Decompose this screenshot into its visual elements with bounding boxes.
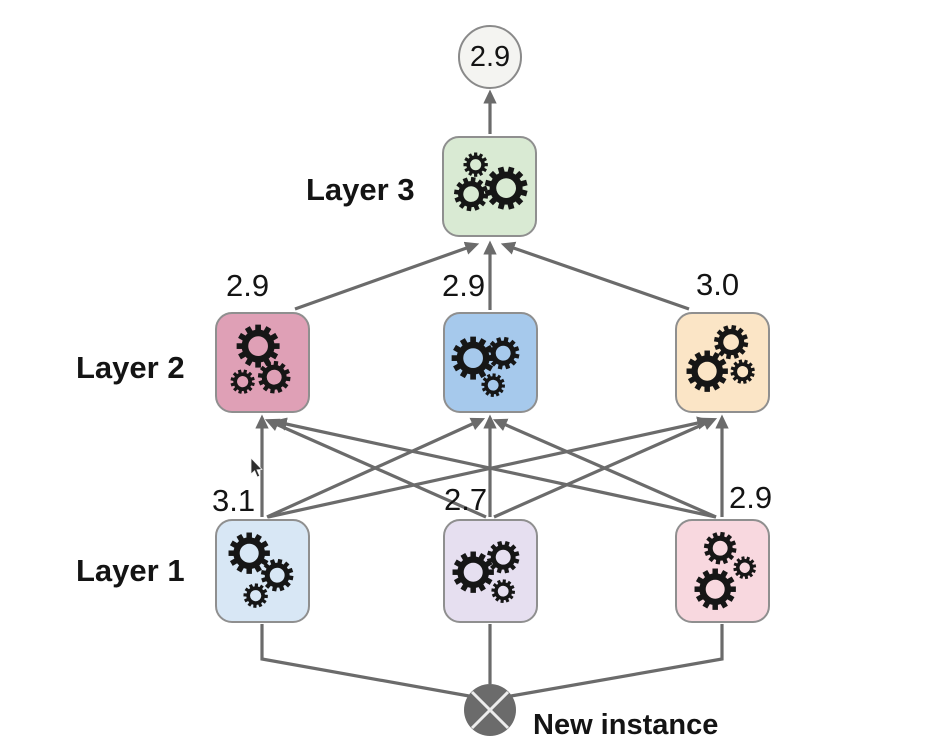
- model-box-layer1-center: [443, 519, 538, 623]
- gear-icon: [241, 581, 270, 610]
- gear-icon: [699, 527, 741, 569]
- layer2-right-output: 3.0: [696, 267, 740, 302]
- layer1-left-output: 3.1: [212, 483, 256, 518]
- edge-input-l1-right: [510, 624, 724, 698]
- gear-icon: [450, 172, 493, 215]
- gear-icon: [449, 334, 497, 382]
- edge-input-l1-left: [260, 624, 470, 698]
- gear-icon: [488, 577, 517, 606]
- model-box-layer2-left: [215, 312, 310, 413]
- gear-icon: [477, 159, 536, 218]
- new-instance-label: New instance: [533, 709, 719, 741]
- model-box-layer1-right: [675, 519, 770, 623]
- edge-l1b-l2a: [264, 418, 487, 519]
- input-node-crossed-circle-icon: [464, 684, 516, 736]
- gear-icon: [226, 365, 259, 398]
- model-box-layer1-left: [215, 519, 310, 623]
- final-prediction-value: 2.9: [469, 40, 511, 73]
- layer2-label: Layer 2: [76, 350, 185, 385]
- gear-icon: [450, 549, 496, 595]
- layer1-label: Layer 1: [76, 553, 185, 588]
- gear-icon: [725, 354, 759, 388]
- layer2-left-output: 2.9: [226, 268, 270, 303]
- layer1-right-output: 2.9: [729, 480, 773, 515]
- final-prediction-node: 2.9: [458, 25, 522, 89]
- gear-icon: [709, 320, 753, 364]
- edge-l2a-l3: [294, 241, 480, 311]
- layer1-center-output: 2.7: [444, 482, 488, 517]
- gear-icon: [692, 566, 738, 612]
- gear-icon: [254, 357, 295, 398]
- gear-icon: [728, 551, 761, 584]
- gear-icon: [481, 535, 526, 580]
- model-box-layer2-right: [675, 312, 770, 413]
- layer3-label: Layer 3: [306, 172, 415, 207]
- edge-l1c-l2b: [492, 418, 717, 519]
- gear-icon: [482, 332, 525, 375]
- mouse-pointer-icon: [250, 458, 263, 478]
- gear-icon: [684, 348, 730, 394]
- gear-icon: [226, 530, 272, 576]
- gear-icon: [462, 151, 489, 178]
- layer2-center-output: 2.9: [442, 268, 486, 303]
- model-box-layer2-center: [443, 312, 538, 413]
- edge-l1c-l2a: [272, 417, 717, 519]
- gear-icon: [256, 554, 299, 597]
- model-box-layer3: [442, 136, 537, 237]
- edge-l2c-l3: [500, 241, 690, 311]
- gear-icon: [478, 371, 507, 400]
